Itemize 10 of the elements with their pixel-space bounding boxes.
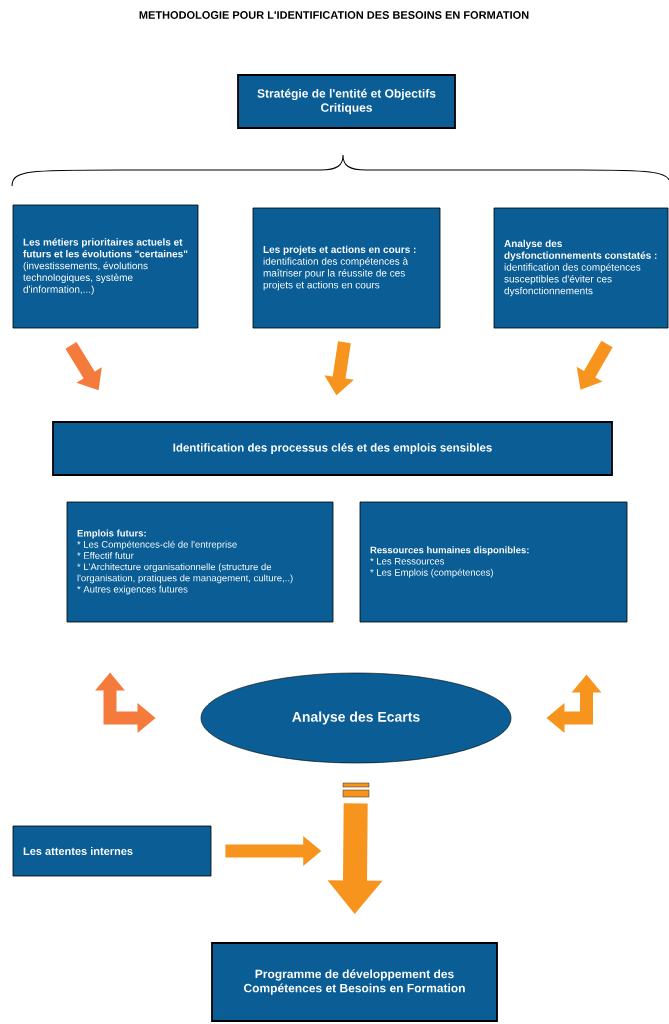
text-box: Les attentes internes	[12, 825, 212, 877]
text-box: Ressources humaines disponibles: * Les Ressources * Les Emplois (compétences)	[359, 501, 628, 623]
process-box: Identification des processus clés et des emplois sensibles	[52, 421, 613, 476]
text-box: Analyse des dysfonctionnements constatés : identification des compétences susceptibles d'éviter ces dysfonctionnements	[493, 207, 669, 329]
text-box: Les projets et actions en cours : identification des compétences à maîtriser pour la réussite de ces projets et actions en cours	[252, 207, 441, 329]
text-box: Les métiers prioritaires actuels et futurs et les évolutions "certaines" (investissements, évolutions technologiques, système d'information,...)	[12, 204, 199, 329]
program-box: Programme de développement des Compétences et Besoins en Formation	[211, 942, 498, 1022]
text-box: Emplois futurs: * Les Compétences-clé de l'entreprise * Effectif futur * L'Architecture organisationnelle (structure de l'organisation, pratiques de management, culture,..) * Autres exigences futures	[66, 501, 334, 623]
strategy-box: Stratégie de l'entité et Objectifs Critiques	[237, 74, 456, 129]
title: METHODOLOGIE POUR L'IDENTIFICATION DES BESOINS EN FORMATION	[139, 11, 529, 19]
